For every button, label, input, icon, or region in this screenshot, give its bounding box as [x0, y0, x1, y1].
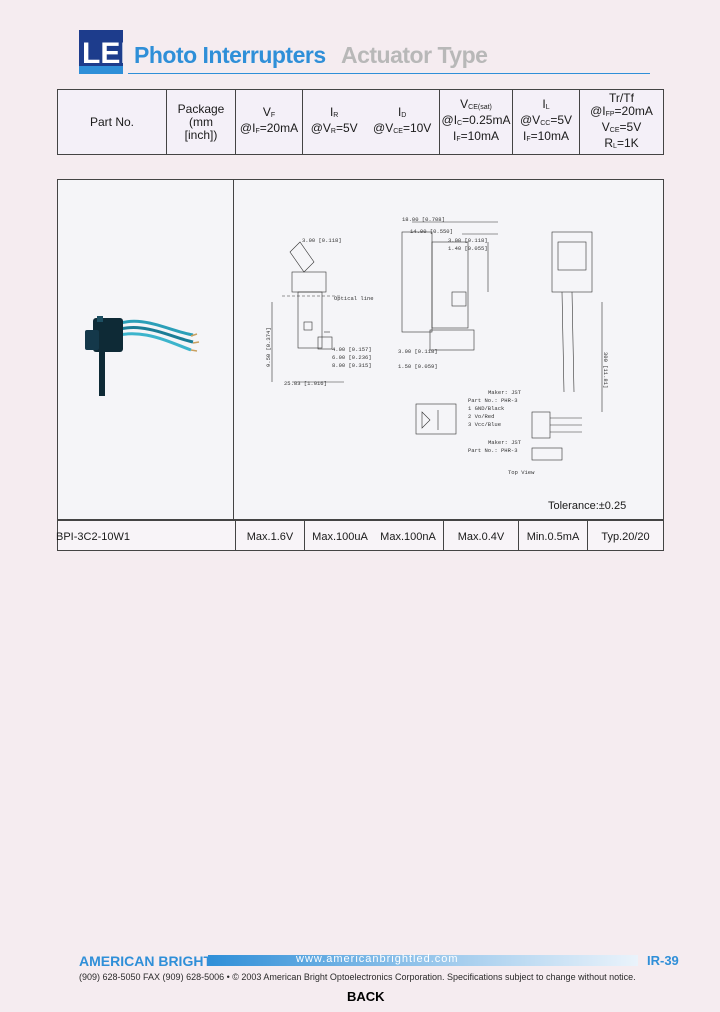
svg-text:Part No.: PHR-3: Part No.: PHR-3	[468, 447, 518, 454]
svg-text:300 [11.81]: 300 [11.81]	[602, 352, 609, 388]
vf-cell: Max.1.6V	[235, 520, 305, 551]
tr-tf-cell: Typ.20/20	[587, 520, 664, 551]
svg-text:Top View: Top View	[508, 469, 535, 476]
col-part-no: Part No.	[57, 89, 167, 155]
svg-text:3.00 [0.118]: 3.00 [0.118]	[398, 348, 438, 355]
page-subtitle: Actuator Type	[341, 42, 488, 68]
panel-divider	[233, 179, 234, 520]
id-value: Max.100nA	[380, 531, 436, 543]
svg-text:Maker: JST: Maker: JST	[488, 389, 522, 396]
svg-text:2 Vo/Red: 2 Vo/Red	[468, 413, 494, 420]
spec-header-table: Part No. Package (mm [inch]) VF @IF=20mA…	[57, 89, 664, 155]
svg-text:25.83 [1.016]: 25.83 [1.016]	[284, 380, 327, 387]
spec-values-row: BPI-3C2-10W1 Max.1.6V Max.100uA Max.100n…	[56, 520, 664, 551]
vce-cell: Max.0.4V	[443, 520, 519, 551]
svg-text:8.00 [0.315]: 8.00 [0.315]	[332, 362, 372, 369]
part-number-cell: BPI-3C2-10W1	[56, 520, 236, 551]
col-ir-id: IR @VR=5V ID @VCE=10V	[302, 89, 440, 155]
product-photo	[85, 316, 200, 396]
svg-text:6.00 [0.236]: 6.00 [0.236]	[332, 354, 372, 361]
back-link[interactable]: BACK	[347, 989, 385, 1004]
tolerance-note: Tolerance:±0.25	[548, 500, 627, 512]
svg-text:1 GND/Black: 1 GND/Black	[468, 405, 505, 412]
page-title: Photo Interrupters	[134, 42, 326, 68]
footer-bar	[208, 955, 638, 966]
brand-name: AMERICAN BRIGHT	[79, 953, 212, 969]
website-link[interactable]: www.americanbrightled.com	[296, 953, 459, 965]
svg-text:1.50 [0.059]: 1.50 [0.059]	[398, 363, 438, 370]
page-number: IR-39	[647, 953, 679, 968]
svg-text:3 Vcc/Blue: 3 Vcc/Blue	[468, 421, 501, 428]
svg-text:3.00 [0.118]: 3.00 [0.118]	[302, 237, 342, 244]
end-view	[551, 231, 603, 412]
svg-text:Optical line: Optical line	[334, 295, 374, 302]
svg-text:LED: LED	[82, 37, 123, 70]
svg-text:18.00 [0.708]: 18.00 [0.708]	[402, 216, 445, 223]
svg-text:Part No.: PHR-3: Part No.: PHR-3	[468, 397, 518, 404]
col-package: Package (mm [inch])	[166, 89, 236, 155]
il-cell: Min.0.5mA	[518, 520, 588, 551]
product-panel	[57, 179, 664, 520]
col-ir: IR @VR=5V	[310, 105, 358, 136]
svg-text:Maker: JST: Maker: JST	[488, 439, 522, 446]
ir-id-cell: Max.100uA Max.100nA	[304, 520, 444, 551]
title-divider	[128, 73, 650, 74]
svg-text:9.50 [0.374]: 9.50 [0.374]	[265, 327, 272, 367]
col-id: ID @VCE=10V	[373, 105, 432, 136]
col-vce-sat: VCE(sat) @IC=0.25mA IF=10mA	[439, 89, 513, 155]
col-vf: VF @IF=20mA	[235, 89, 303, 155]
svg-text:4.00 [0.157]: 4.00 [0.157]	[332, 346, 372, 353]
side-view	[401, 221, 498, 351]
ir-value: Max.100uA	[312, 531, 368, 543]
circuit-schematic	[415, 403, 457, 435]
led-logo-icon: LED	[79, 30, 123, 74]
col-tr-tf: Tr/Tf @IFP=20mA VCE=5V RL=1K	[579, 89, 664, 155]
col-il: IL @VCC=5V IF=10mA	[512, 89, 580, 155]
copyright-line: (909) 628-5050 FAX (909) 628-5006 • © 20…	[79, 972, 636, 982]
svg-text:3.00 [0.118]: 3.00 [0.118]	[448, 237, 488, 244]
front-view	[271, 241, 344, 383]
dimension-drawing: 3.00 [0.118] Optical line 9.50 [0.374] 2…	[265, 216, 609, 476]
svg-text:1.40 [0.055]: 1.40 [0.055]	[448, 245, 488, 252]
svg-text:14.00 [0.550]: 14.00 [0.550]	[410, 228, 453, 235]
connector-view	[531, 411, 582, 461]
